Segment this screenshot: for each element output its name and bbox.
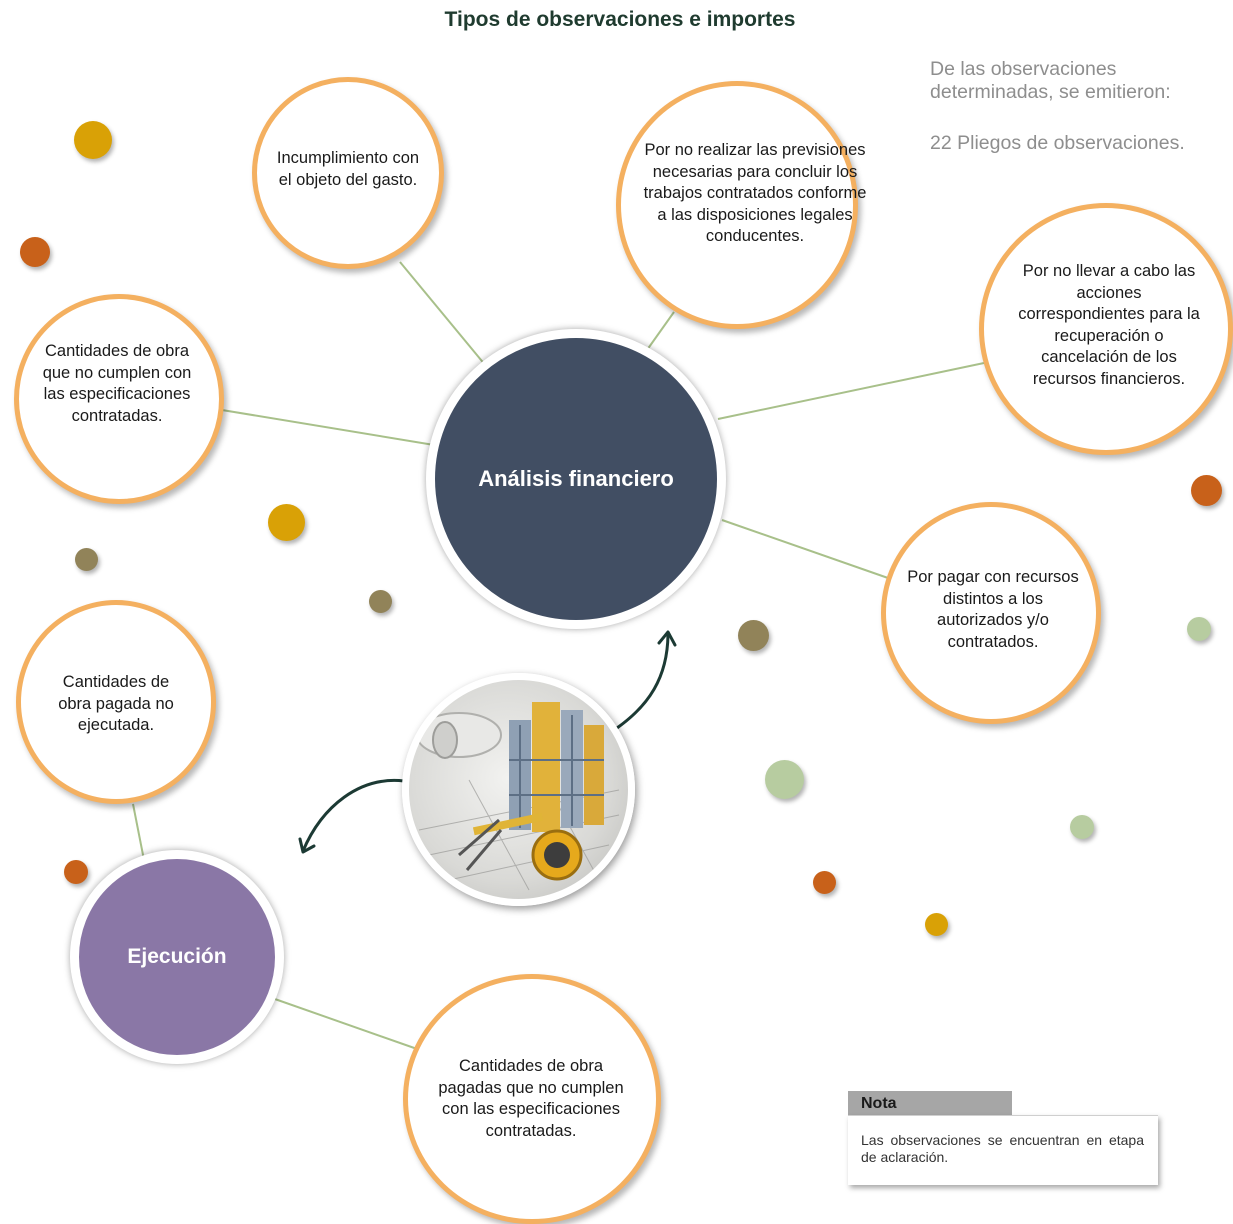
- note-text: Las observaciones se encuentran en etapa…: [848, 1115, 1158, 1185]
- decorative-dot: [1070, 815, 1094, 839]
- bubble-pagadas-no-cumplen: [403, 974, 661, 1224]
- summary-line-2: 22 Pliegos de observaciones.: [930, 132, 1185, 154]
- connector-incumplimiento: [399, 261, 487, 367]
- bubble-acciones-text: Por no llevar a cabo las acciones corres…: [1018, 262, 1200, 388]
- bubble-pagar-recursos-text: Por pagar con recursos distintos a los a…: [907, 568, 1079, 651]
- summary-text: De las observaciones determinadas, se em…: [930, 58, 1220, 155]
- hub-ejecucion-label: Ejecución: [127, 945, 227, 968]
- decorative-dot: [268, 504, 305, 541]
- connector-acciones: [717, 362, 985, 420]
- bubble-cantidades-especificaciones: [14, 294, 224, 504]
- summary-line-1: De las observaciones determinadas, se em…: [930, 58, 1171, 103]
- construction-illustration: [416, 702, 620, 891]
- arrow-head-finance: [657, 630, 677, 647]
- hub-ejecucion: Ejecución: [70, 850, 284, 1064]
- construction-plans-image: [402, 673, 635, 906]
- arrow-head-execution: [298, 837, 316, 854]
- bubble-pagar-recursos: [881, 502, 1101, 724]
- decorative-dot: [813, 871, 836, 894]
- decorative-dot: [1187, 617, 1211, 641]
- bubble-incumplimiento: [252, 77, 444, 269]
- decorative-dot: [20, 237, 50, 267]
- decorative-dot: [75, 548, 98, 571]
- decorative-dot: [64, 860, 88, 884]
- decorative-dot: [925, 913, 948, 936]
- bubble-previsiones-text: Por no realizar las previsiones necesari…: [643, 141, 867, 245]
- bubble-no-ejecutada-text: Cantidades de obra pagada no ejecutada.: [58, 673, 174, 734]
- connector-no-ejecutada: [132, 803, 145, 861]
- hub-analisis-financiero-label: Análisis financiero: [478, 466, 674, 491]
- connector-cantidades: [221, 409, 435, 446]
- connector-pagar: [721, 519, 889, 579]
- connector-previsiones: [646, 311, 675, 351]
- decorative-dot: [369, 590, 392, 613]
- hub-analisis-financiero: Análisis financiero: [426, 329, 726, 629]
- decorative-dot: [1191, 475, 1222, 506]
- note-label: Nota: [848, 1091, 1012, 1117]
- bubble-incumplimiento-text: Incumplimiento con el objeto del gasto.: [276, 149, 420, 189]
- arrow-to-finance: [615, 631, 670, 730]
- diagram-title: Tipos de observaciones e importes: [444, 8, 796, 31]
- bubble-pagadas-no-cumplen-text: Cantidades de obra pagadas que no cumple…: [438, 1057, 624, 1140]
- bubble-cantidades-especificaciones-text: Cantidades de obra que no cumplen con la…: [42, 342, 192, 425]
- bubble-previsiones: [616, 81, 858, 329]
- bubble-acciones: [979, 203, 1233, 455]
- decorative-dot: [765, 760, 804, 799]
- decorative-dot: [738, 620, 769, 651]
- arrow-to-execution: [301, 778, 406, 853]
- connector-pagadas: [271, 997, 421, 1051]
- decorative-dot: [74, 121, 112, 159]
- bubble-no-ejecutada: [16, 600, 216, 804]
